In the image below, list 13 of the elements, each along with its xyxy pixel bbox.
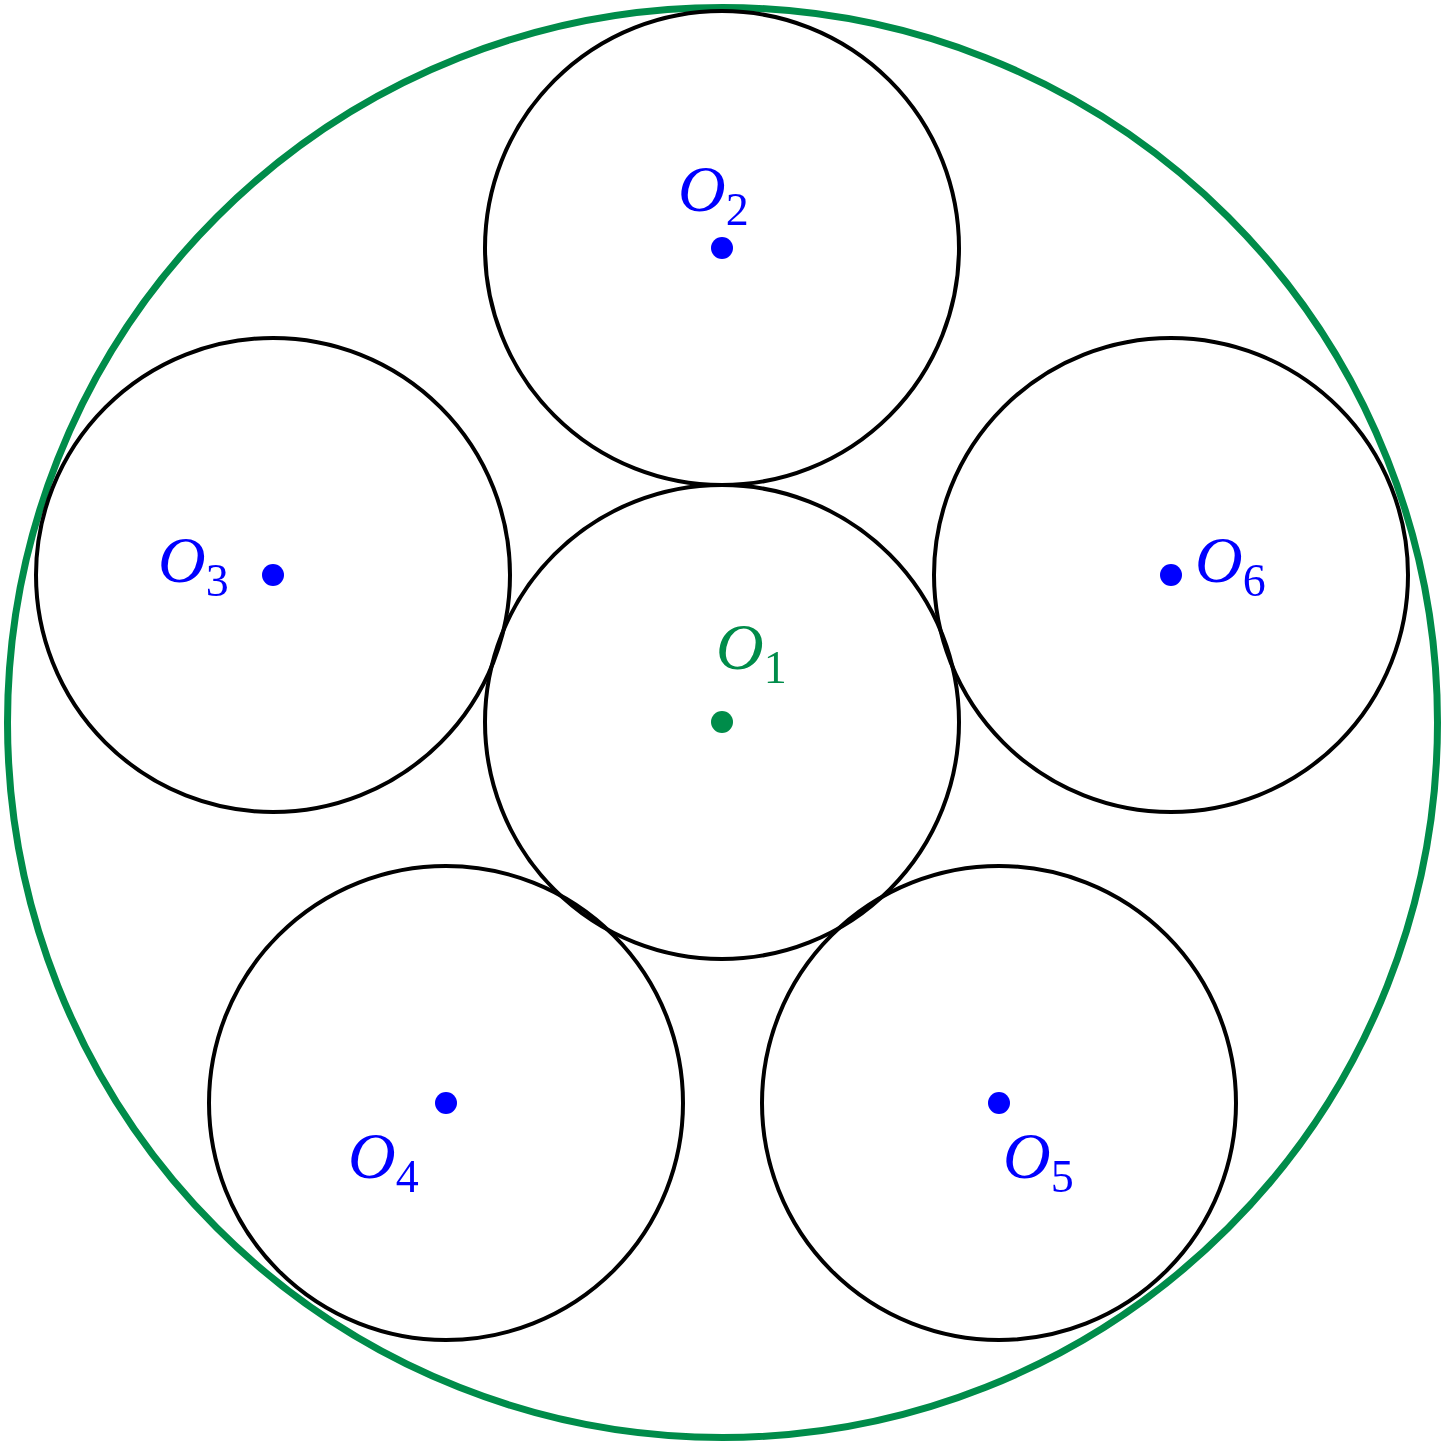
circle (207, 864, 685, 1342)
point-label: O$_{1}$ (716, 614, 787, 691)
point-label: O$_{4}$ (348, 1123, 419, 1200)
circle (483, 483, 961, 961)
point-label: O$_{2}$ (678, 156, 749, 233)
point-label: O$_{3}$ (158, 527, 229, 604)
circle (760, 864, 1238, 1342)
point-label: O$_{5}$ (1003, 1123, 1074, 1200)
outer-circle (4, 4, 1441, 1441)
circle (483, 9, 961, 487)
circle (932, 336, 1410, 814)
point-label: O$_{6}$ (1195, 527, 1266, 604)
circle (34, 336, 512, 814)
